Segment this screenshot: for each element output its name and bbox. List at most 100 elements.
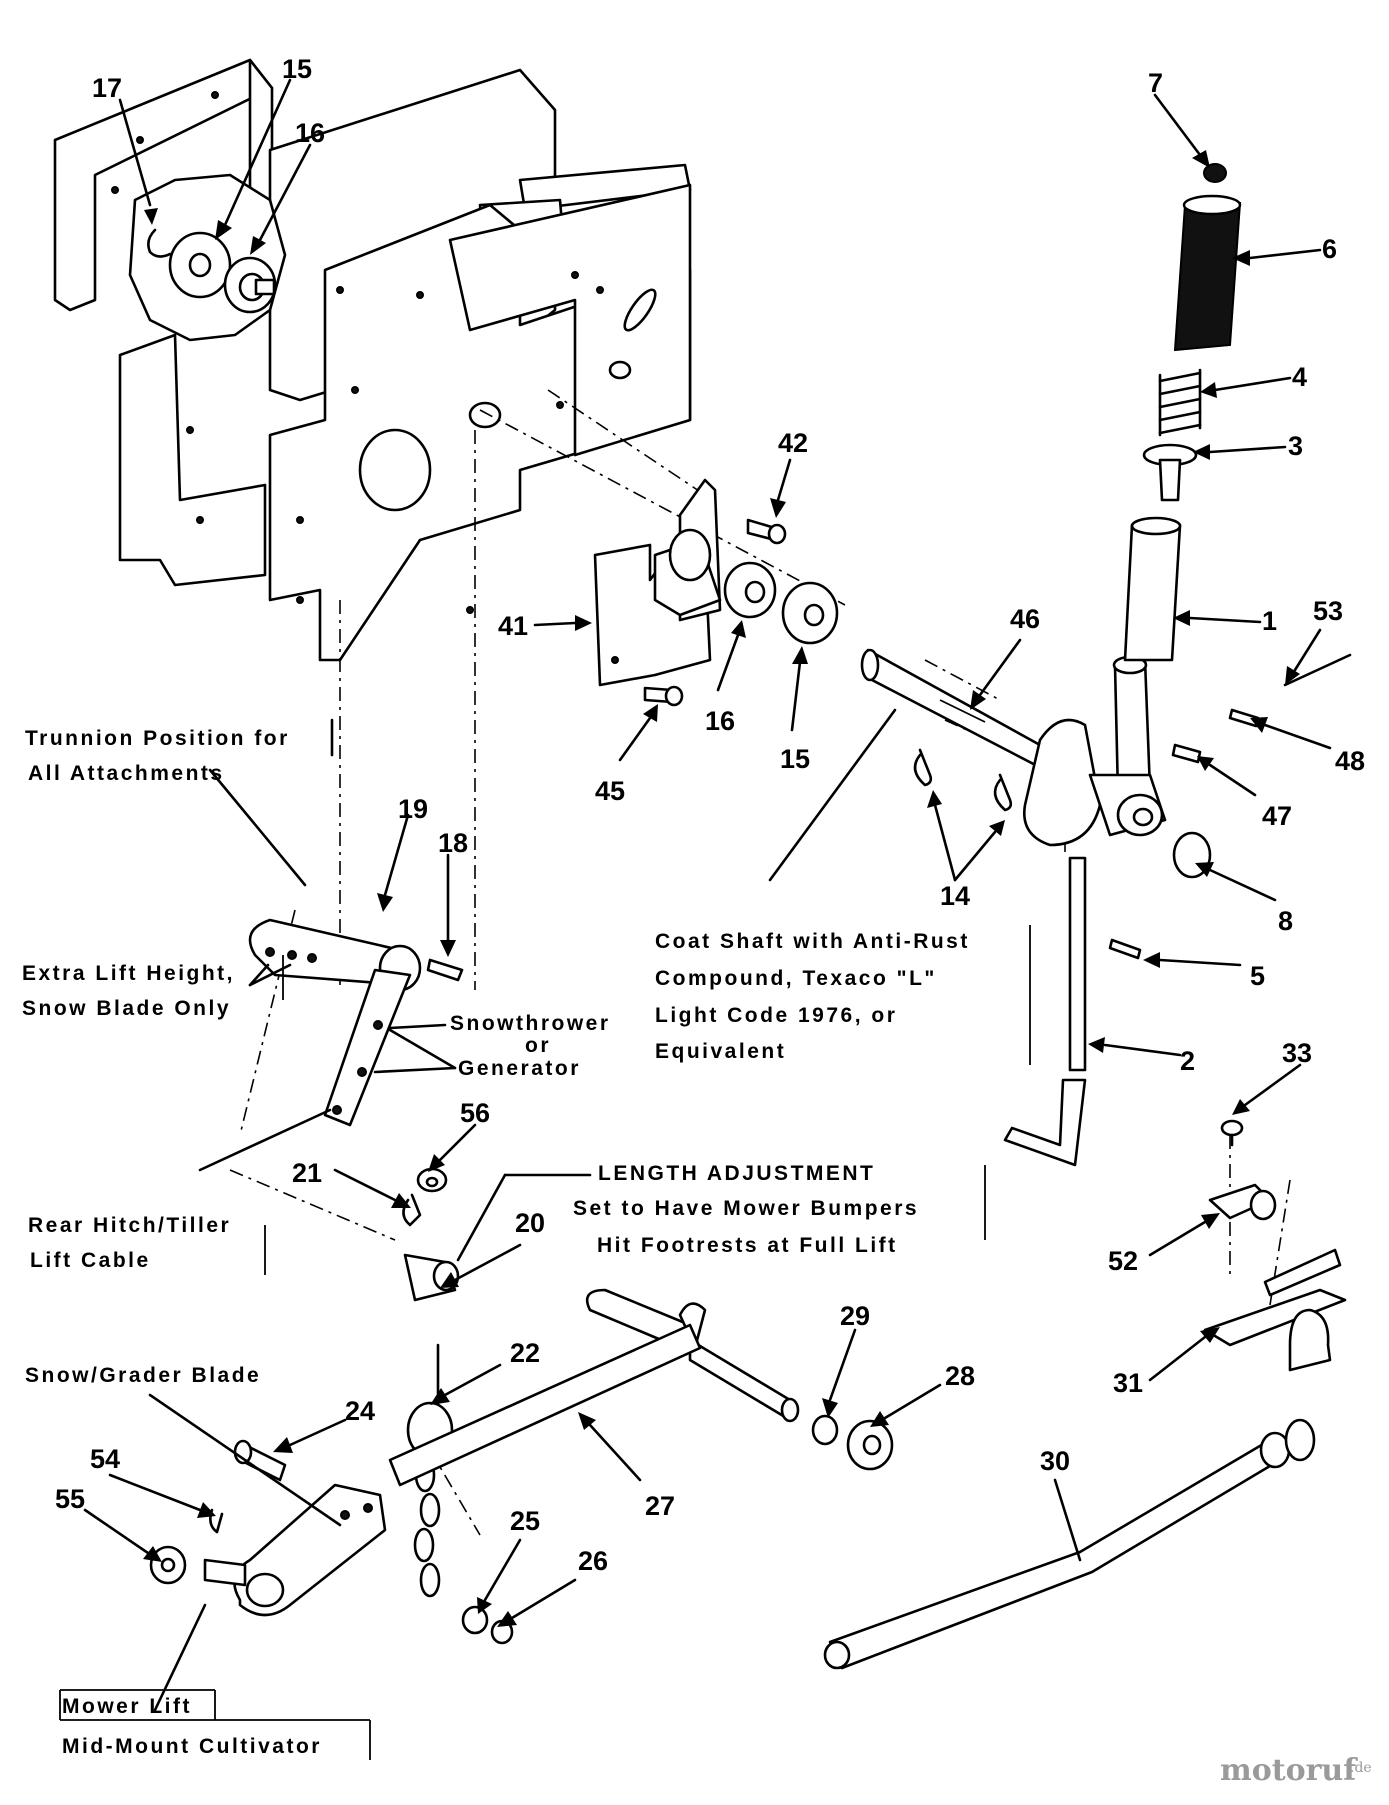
callout-24: 24 <box>345 1396 375 1426</box>
lever-assembly <box>1022 655 1167 847</box>
pin-47 <box>1171 743 1202 764</box>
callout-21: 21 <box>292 1158 322 1188</box>
bolt-45 <box>643 685 684 707</box>
hairpins-14 <box>913 748 1013 812</box>
note-trunnion-line1: Trunnion Position for <box>25 727 290 750</box>
callout-8: 8 <box>1278 906 1293 936</box>
shaft-46 <box>860 648 1047 772</box>
note-snowgrader: Snow/Grader Blade <box>25 1364 261 1387</box>
callout-54: 54 <box>90 1444 120 1474</box>
callout-19: 19 <box>398 794 428 824</box>
leader-lines <box>59 78 1332 1760</box>
lift-arm <box>203 1483 387 1617</box>
note-coat-line1: Coat Shaft with Anti-Rust <box>655 930 970 953</box>
callout-29: 29 <box>840 1301 870 1331</box>
lift-shaft-27 <box>388 1288 800 1487</box>
note-rear-line1: Rear Hitch/Tiller <box>28 1214 231 1237</box>
clamp-52 <box>1208 1183 1277 1221</box>
pin-48 <box>1228 708 1260 728</box>
callout-14: 14 <box>940 881 970 911</box>
callout-18: 18 <box>438 828 468 858</box>
pin-5 <box>1108 938 1142 960</box>
callout-20: 20 <box>515 1208 545 1238</box>
callout-7: 7 <box>1148 68 1163 98</box>
washer-15-right <box>781 581 839 645</box>
callout-28: 28 <box>945 1361 975 1391</box>
spring-4 <box>1158 368 1202 437</box>
callout-3: 3 <box>1288 431 1303 461</box>
grip-6 <box>1173 194 1242 352</box>
callout-42: 42 <box>778 428 808 458</box>
watermark-suffix: .de <box>1350 1760 1372 1776</box>
cap-7 <box>1203 163 1227 183</box>
washer-29 <box>811 1414 839 1446</box>
callout-46: 46 <box>1010 604 1040 634</box>
note-extra-line2: Snow Blade Only <box>22 997 231 1020</box>
callout-56: 56 <box>460 1098 490 1128</box>
pin-18 <box>426 958 464 982</box>
callout-6: 6 <box>1322 234 1337 264</box>
washer-55 <box>149 1545 187 1585</box>
tube-1 <box>1123 516 1182 662</box>
bushing-3 <box>1142 443 1198 502</box>
callout-16-top: 16 <box>295 118 325 148</box>
link-plate <box>323 968 412 1127</box>
note-or: or <box>525 1034 551 1057</box>
note-rear-line2: Lift Cable <box>30 1249 151 1272</box>
callout-31: 31 <box>1113 1368 1143 1398</box>
note-mower-line1: Mower Lift <box>62 1695 192 1718</box>
callout-27: 27 <box>645 1491 675 1521</box>
bracket-41 <box>593 478 722 687</box>
note-length-line3: Hit Footrests at Full Lift <box>597 1234 898 1257</box>
callout-52: 52 <box>1108 1246 1138 1276</box>
note-length-line2: Set to Have Mower Bumpers <box>573 1197 919 1220</box>
callout-15-right: 15 <box>780 744 810 774</box>
chain <box>413 1457 441 1598</box>
bolt-24 <box>233 1439 287 1482</box>
callout-17: 17 <box>92 73 122 103</box>
washer-25 <box>461 1605 489 1635</box>
callout-45: 45 <box>595 776 625 806</box>
nut-56 <box>416 1167 448 1193</box>
note-length-line1: LENGTH ADJUSTMENT <box>598 1162 875 1185</box>
callout-48: 48 <box>1335 746 1365 776</box>
callout-26: 26 <box>578 1546 608 1576</box>
callout-33: 33 <box>1282 1038 1312 1068</box>
callout-53: 53 <box>1313 596 1343 626</box>
screw-33 <box>1220 1119 1244 1147</box>
callout-5: 5 <box>1250 961 1265 991</box>
watermark-brand: motoruf <box>1220 1753 1358 1788</box>
note-extra-line1: Extra Lift Height, <box>22 962 235 985</box>
rod-30 <box>823 1418 1316 1670</box>
callout-4: 4 <box>1292 362 1307 392</box>
callout-15-top: 15 <box>282 54 312 84</box>
pin-21 <box>402 1193 422 1227</box>
note-snowthrower: Snowthrower <box>450 1012 611 1035</box>
frame-assembly <box>53 58 692 662</box>
bracket-31 <box>1203 1248 1347 1372</box>
pin-53 <box>1283 653 1352 687</box>
watermark: motoruf .de <box>1220 1753 1372 1788</box>
callout-55: 55 <box>55 1484 85 1514</box>
callout-22: 22 <box>510 1338 540 1368</box>
callout-25: 25 <box>510 1506 540 1536</box>
callout-1: 1 <box>1262 606 1277 636</box>
notes: Trunnion Position for All Attachments Ex… <box>22 727 970 1758</box>
callout-2: 2 <box>1180 1046 1195 1076</box>
note-coat-line3: Light Code 1976, or <box>655 1004 897 1027</box>
note-generator: Generator <box>458 1057 581 1080</box>
callout-47: 47 <box>1262 801 1292 831</box>
callout-16-right: 16 <box>705 706 735 736</box>
bolt-42 <box>746 518 787 545</box>
callout-30: 30 <box>1040 1446 1070 1476</box>
callout-numbers: 17 15 16 7 6 4 3 42 1 53 41 46 16 15 45 … <box>55 54 1365 1576</box>
washer-16-right <box>723 561 777 619</box>
bearing-28 <box>846 1419 894 1471</box>
note-trunnion-line2: All Attachments <box>28 762 225 785</box>
ferrule-20 <box>403 1253 460 1302</box>
rod-2 <box>1003 856 1087 1167</box>
callout-41: 41 <box>498 611 528 641</box>
note-coat-line4: Equivalent <box>655 1040 786 1063</box>
note-coat-line2: Compound, Texaco "L" <box>655 967 937 990</box>
